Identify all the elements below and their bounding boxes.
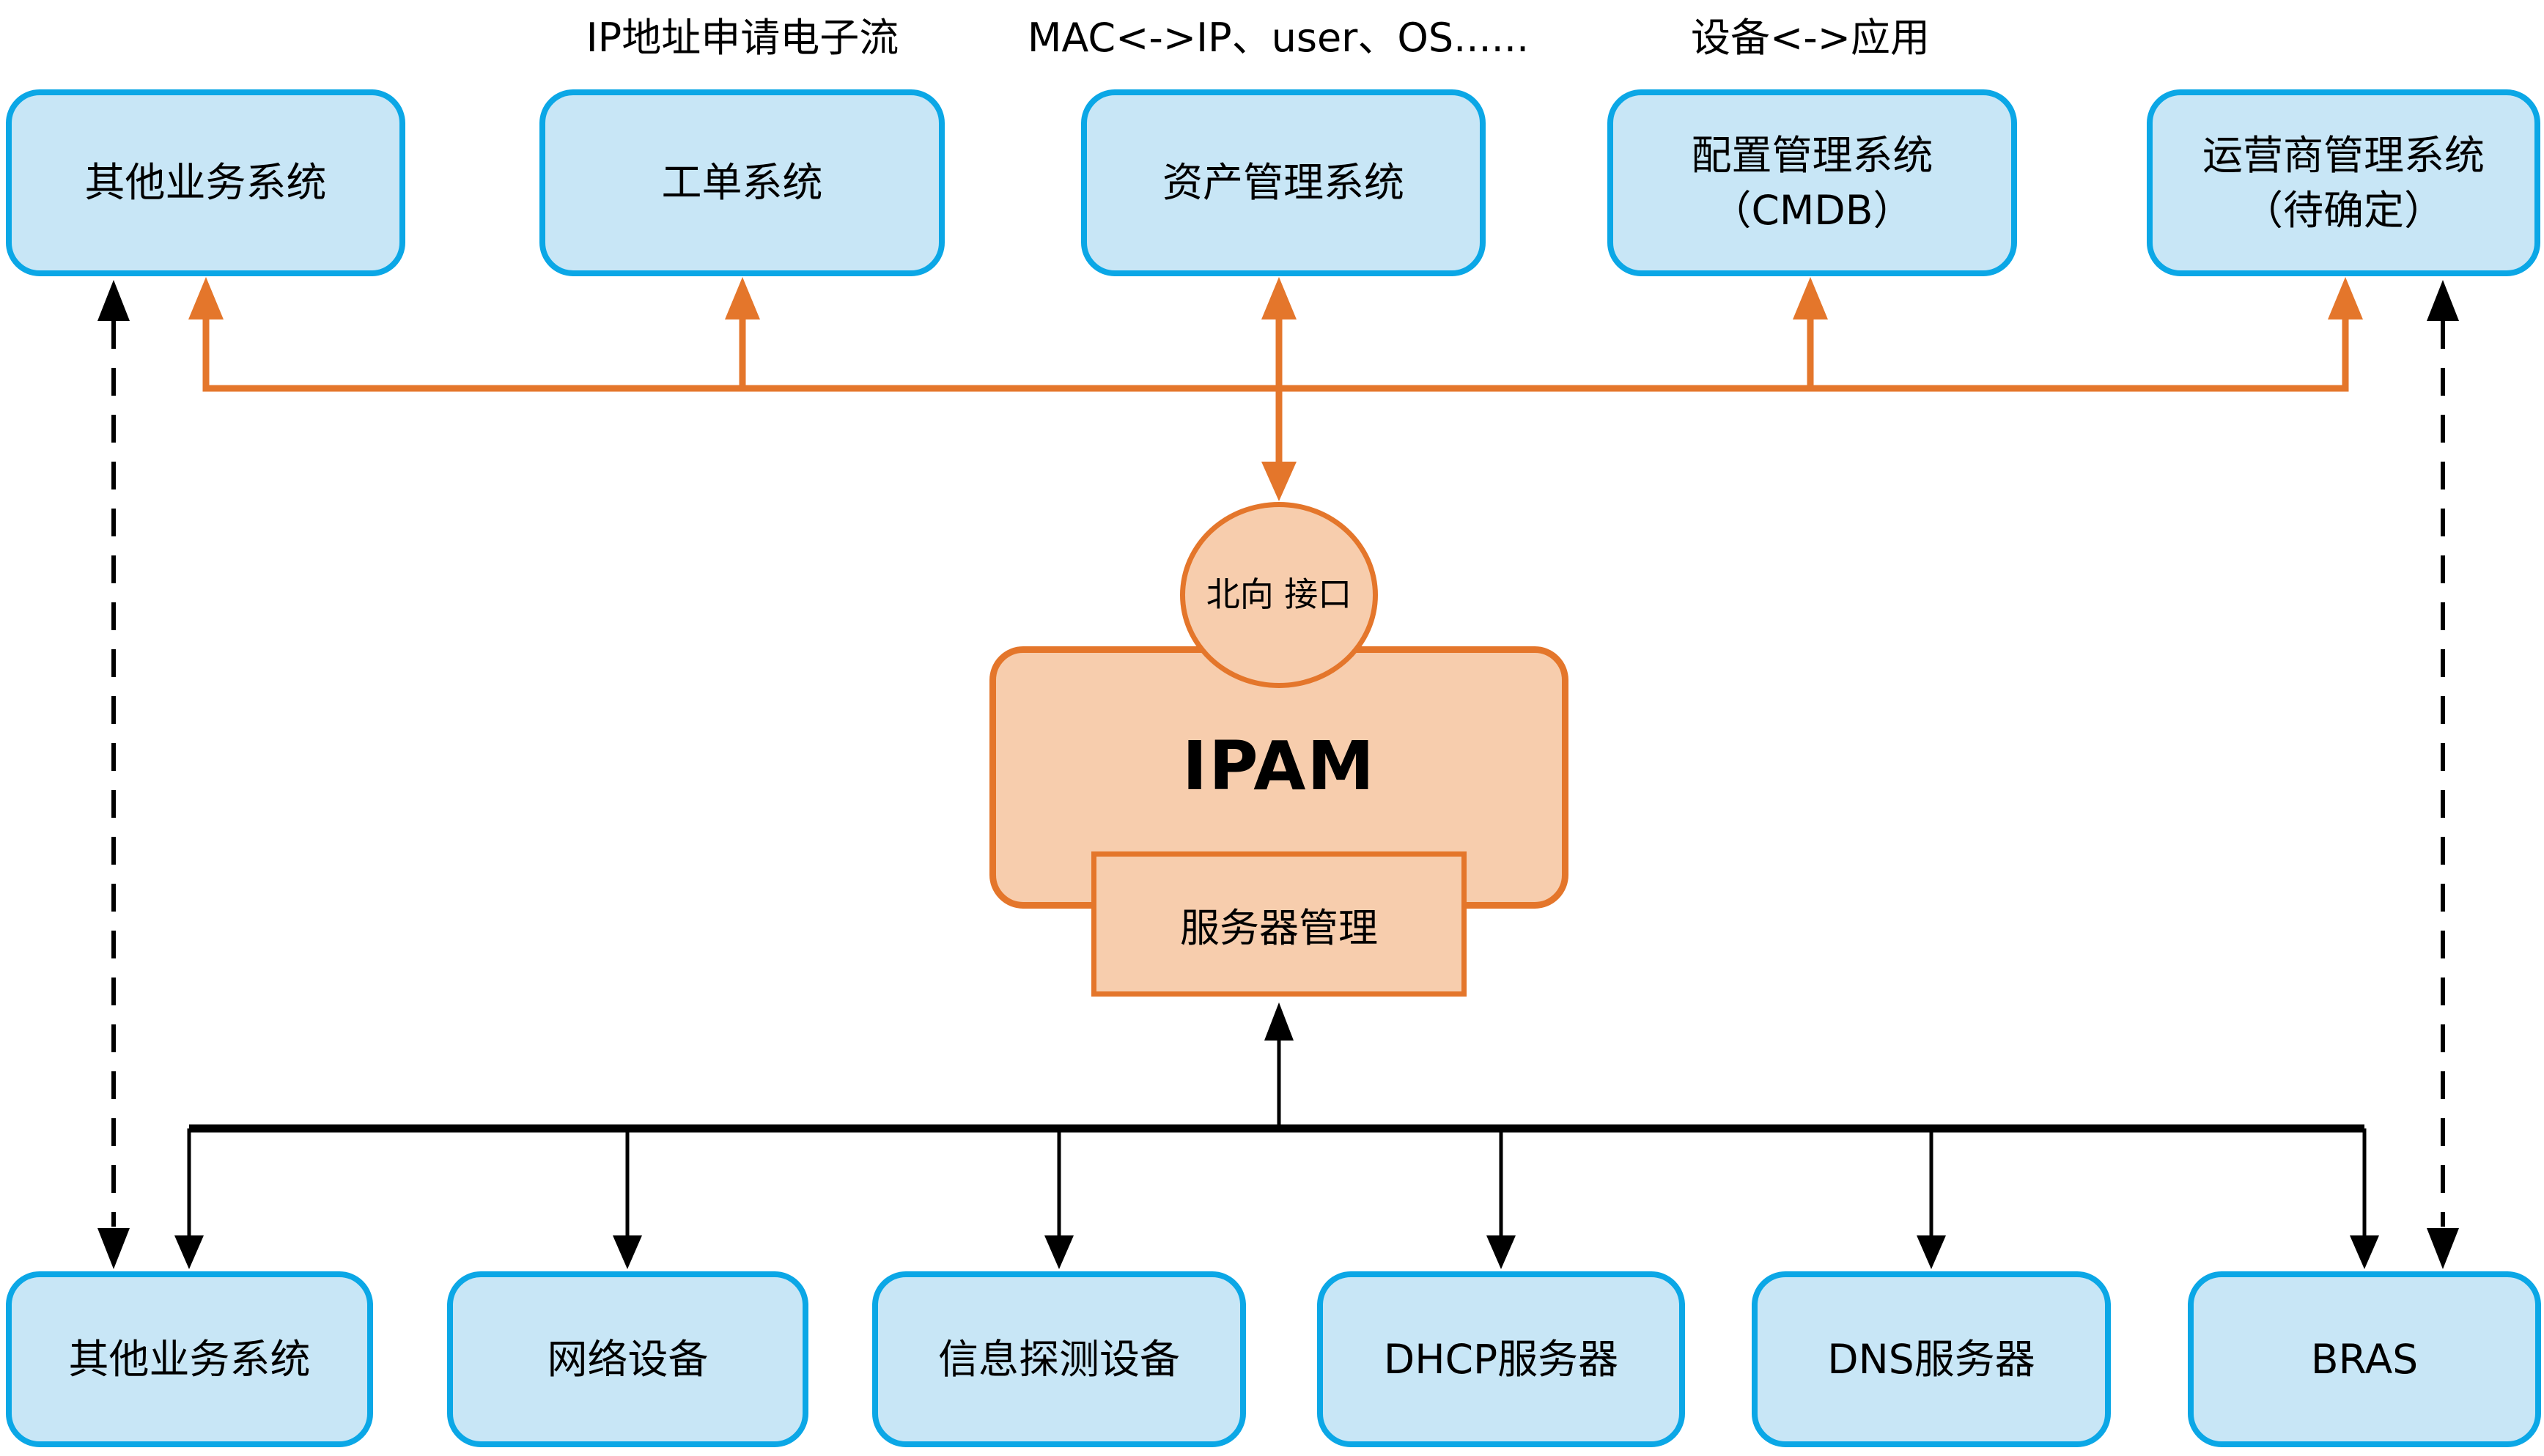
node-configuration-management-system: 配置管理系统 （CMDB） xyxy=(1607,89,2017,276)
node-label: 信息探测设备 xyxy=(937,1335,1180,1383)
node-dns-server: DNS服务器 xyxy=(1752,1271,2111,1447)
node-label: 北向 接口 xyxy=(1206,574,1352,615)
node-carrier-management-system: 运营商管理系统 （待确定） xyxy=(2147,89,2540,276)
arrow-down-icon xyxy=(1486,1235,1516,1269)
node-label: 服务器管理 xyxy=(1180,904,1378,951)
node-northbound-interface: 北向 接口 xyxy=(1180,502,1378,688)
annotation-ip-request-flow: IP地址申请电子流 xyxy=(586,15,899,61)
arrow-up-icon xyxy=(1264,1002,1294,1041)
arrow-down-icon xyxy=(1261,462,1297,501)
arrow-down-icon xyxy=(613,1235,642,1269)
arrow-up-icon xyxy=(1793,277,1828,319)
node-label: 其他业务系统 xyxy=(84,159,327,207)
node-other-business-system-bottom: 其他业务系统 xyxy=(6,1271,373,1447)
node-asset-management-system: 资产管理系统 xyxy=(1081,89,1486,276)
node-label: BRAS xyxy=(2310,1335,2419,1383)
arrow-up-icon xyxy=(188,277,224,319)
node-label: 网络设备 xyxy=(547,1335,709,1383)
node-label: DNS服务器 xyxy=(1827,1335,2035,1383)
arrow-down-icon xyxy=(174,1235,204,1269)
node-other-business-system-top: 其他业务系统 xyxy=(6,89,405,276)
orange-bus xyxy=(202,318,2349,463)
arrow-up-icon xyxy=(2328,277,2363,319)
node-network-devices: 网络设备 xyxy=(447,1271,808,1447)
dashed-arrowheads xyxy=(97,280,2459,1269)
arrow-down-icon xyxy=(2427,1228,2459,1269)
node-label: 运营商管理系统 （待确定） xyxy=(2202,132,2485,234)
arrow-down-icon xyxy=(1917,1235,1946,1269)
node-bras: BRAS xyxy=(2188,1271,2541,1447)
arrow-down-icon xyxy=(97,1228,130,1269)
annotation-mac-ip-user-os: MAC<->IP、user、OS...... xyxy=(1027,15,1530,61)
black-arrowheads xyxy=(174,1002,2379,1269)
arrow-up-icon xyxy=(1261,277,1297,319)
node-label: 配置管理系统 （CMDB） xyxy=(1691,132,1933,234)
dashed-links xyxy=(111,321,2445,1227)
node-dhcp-server: DHCP服务器 xyxy=(1317,1271,1685,1447)
arrow-up-icon xyxy=(97,280,130,321)
annotation-device-app: 设备<->应用 xyxy=(1691,15,1930,61)
ipam-title: IPAM xyxy=(1182,726,1376,805)
node-info-probe-devices: 信息探测设备 xyxy=(872,1271,1246,1447)
node-label: DHCP服务器 xyxy=(1383,1335,1619,1383)
node-label: 其他业务系统 xyxy=(68,1335,311,1383)
node-label: 资产管理系统 xyxy=(1162,159,1404,207)
arrow-down-icon xyxy=(2350,1235,2379,1269)
node-label: 工单系统 xyxy=(661,159,823,207)
arrow-down-icon xyxy=(1044,1235,1074,1269)
arrow-up-icon xyxy=(725,277,760,319)
black-stubs xyxy=(187,1039,2367,1237)
node-server-management: 服务器管理 xyxy=(1091,851,1467,997)
node-work-order-system: 工单系统 xyxy=(539,89,945,276)
arrow-up-icon xyxy=(2427,280,2459,321)
orange-arrowheads xyxy=(188,277,2363,501)
